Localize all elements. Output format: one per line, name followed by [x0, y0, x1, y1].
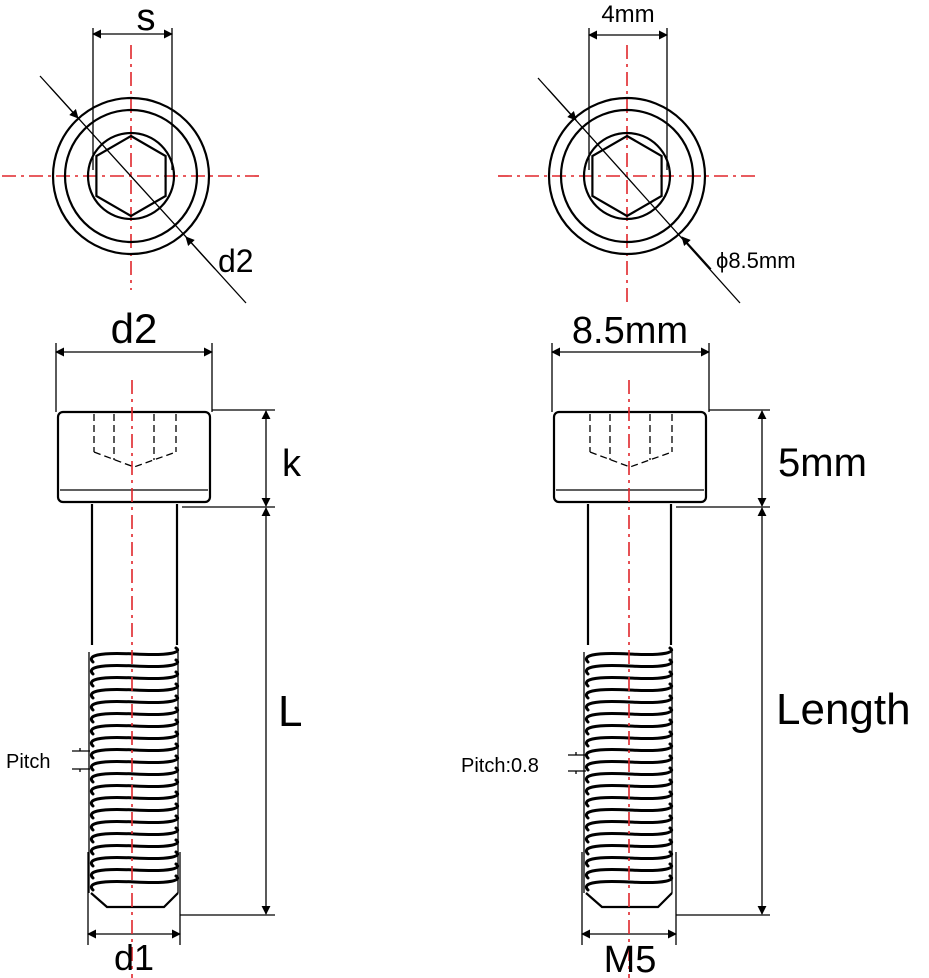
left-d2-side-label: d2	[111, 305, 158, 352]
left-s-label: s	[137, 0, 156, 39]
left-L-label: L	[278, 687, 302, 736]
right-s-label: 4mm	[601, 1, 654, 28]
thread-coil	[90, 646, 179, 892]
right-pitch-label: Pitch:0.8	[461, 755, 539, 777]
left-k-label: k	[282, 443, 302, 485]
left-pitch-label: Pitch	[6, 751, 50, 773]
screw-tip	[90, 892, 179, 909]
left-screw-top-view	[2, 28, 262, 304]
left-d2-top-label: d2	[218, 243, 254, 279]
right-L-label: Length	[776, 685, 911, 734]
right-k-label: 5mm	[778, 441, 867, 485]
right-d2-side-label: 8.5mm	[572, 310, 688, 352]
screw-tip	[585, 892, 673, 909]
right-d2-top-label: ϕ8.5mm	[716, 248, 796, 273]
right-screw-side-view	[551, 343, 770, 978]
left-d1-label: d1	[114, 937, 154, 978]
right-d1-label: M5	[604, 939, 657, 978]
right-screw-top-view	[498, 28, 758, 305]
left-screw-side-view	[55, 343, 275, 978]
